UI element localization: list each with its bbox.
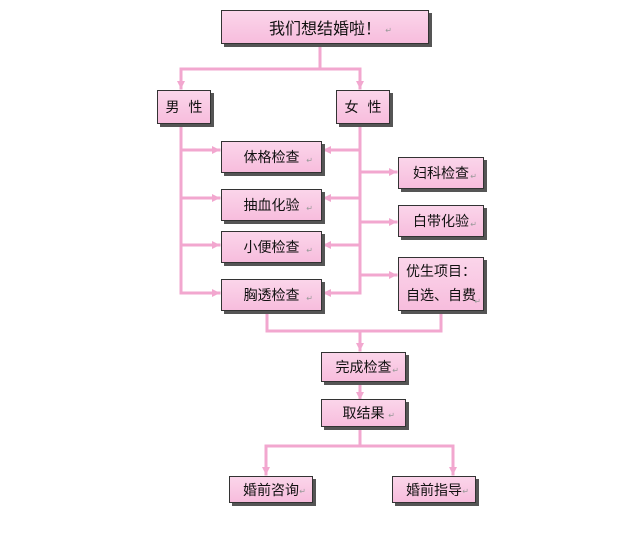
exam-complete-label: 完成检查 — [335, 360, 392, 376]
paragraph-mark: ↵ — [299, 487, 306, 496]
physical-exam-box: 体格检查 ↵ — [221, 141, 322, 173]
paragraph-mark: ↵ — [392, 366, 399, 375]
get-results-box: 取结果 ↵ — [321, 399, 406, 427]
paragraph-mark: ↵ — [470, 172, 477, 181]
title-label: 我们想结婚啦！ — [268, 19, 381, 38]
premarital-guidance-box: 婚前指导 ↵ — [392, 476, 476, 503]
eugenics-box: 优生项目： 自选、自费 ↵ — [398, 257, 484, 311]
title-box: 我们想结婚啦！ ↵ — [221, 10, 429, 44]
paragraph-mark: ↵ — [306, 204, 313, 213]
eugenics-line2: 自选、自费 — [406, 288, 476, 304]
paragraph-mark: ↵ — [306, 156, 313, 165]
paragraph-mark: ↵ — [462, 487, 469, 496]
premarital-consult-box: 婚前咨询 ↵ — [229, 476, 313, 503]
male-box: 男 性 — [157, 90, 211, 124]
exam-complete-box: 完成检查 ↵ — [321, 352, 406, 382]
stool-test-label: 小便检查 — [243, 240, 300, 256]
leukorrhea-test-box: 白带化验 ↵ — [398, 205, 484, 237]
paragraph-mark: ↵ — [470, 220, 477, 229]
male-label: 男 性 — [165, 100, 203, 116]
female-label: 女 性 — [344, 100, 382, 116]
eugenics-line1: 优生项目： — [406, 264, 476, 280]
paragraph-mark: ↵ — [306, 294, 313, 303]
leukorrhea-test-label: 白带化验 — [413, 214, 469, 230]
paragraph-mark: ↵ — [388, 411, 395, 420]
paragraph-mark: ↵ — [306, 246, 313, 255]
paragraph-mark: ↵ — [385, 26, 392, 35]
blood-test-label: 抽血化验 — [243, 198, 300, 214]
physical-exam-label: 体格检查 — [243, 150, 300, 166]
chest-xray-box: 胸透检查 ↵ — [221, 279, 322, 311]
blood-test-box: 抽血化验 ↵ — [221, 189, 322, 221]
gynecology-exam-box: 妇科检查 ↵ — [398, 157, 484, 189]
premarital-consult-label: 婚前咨询 — [243, 482, 299, 499]
chest-xray-label: 胸透检查 — [243, 288, 300, 304]
gynecology-exam-label: 妇科检查 — [413, 166, 469, 182]
female-box: 女 性 — [336, 90, 390, 124]
get-results-label: 取结果 — [342, 406, 385, 422]
stool-test-box: 小便检查 ↵ — [221, 231, 322, 263]
premarital-guidance-label: 婚前指导 — [406, 482, 462, 499]
paragraph-mark: ↵ — [474, 297, 481, 306]
